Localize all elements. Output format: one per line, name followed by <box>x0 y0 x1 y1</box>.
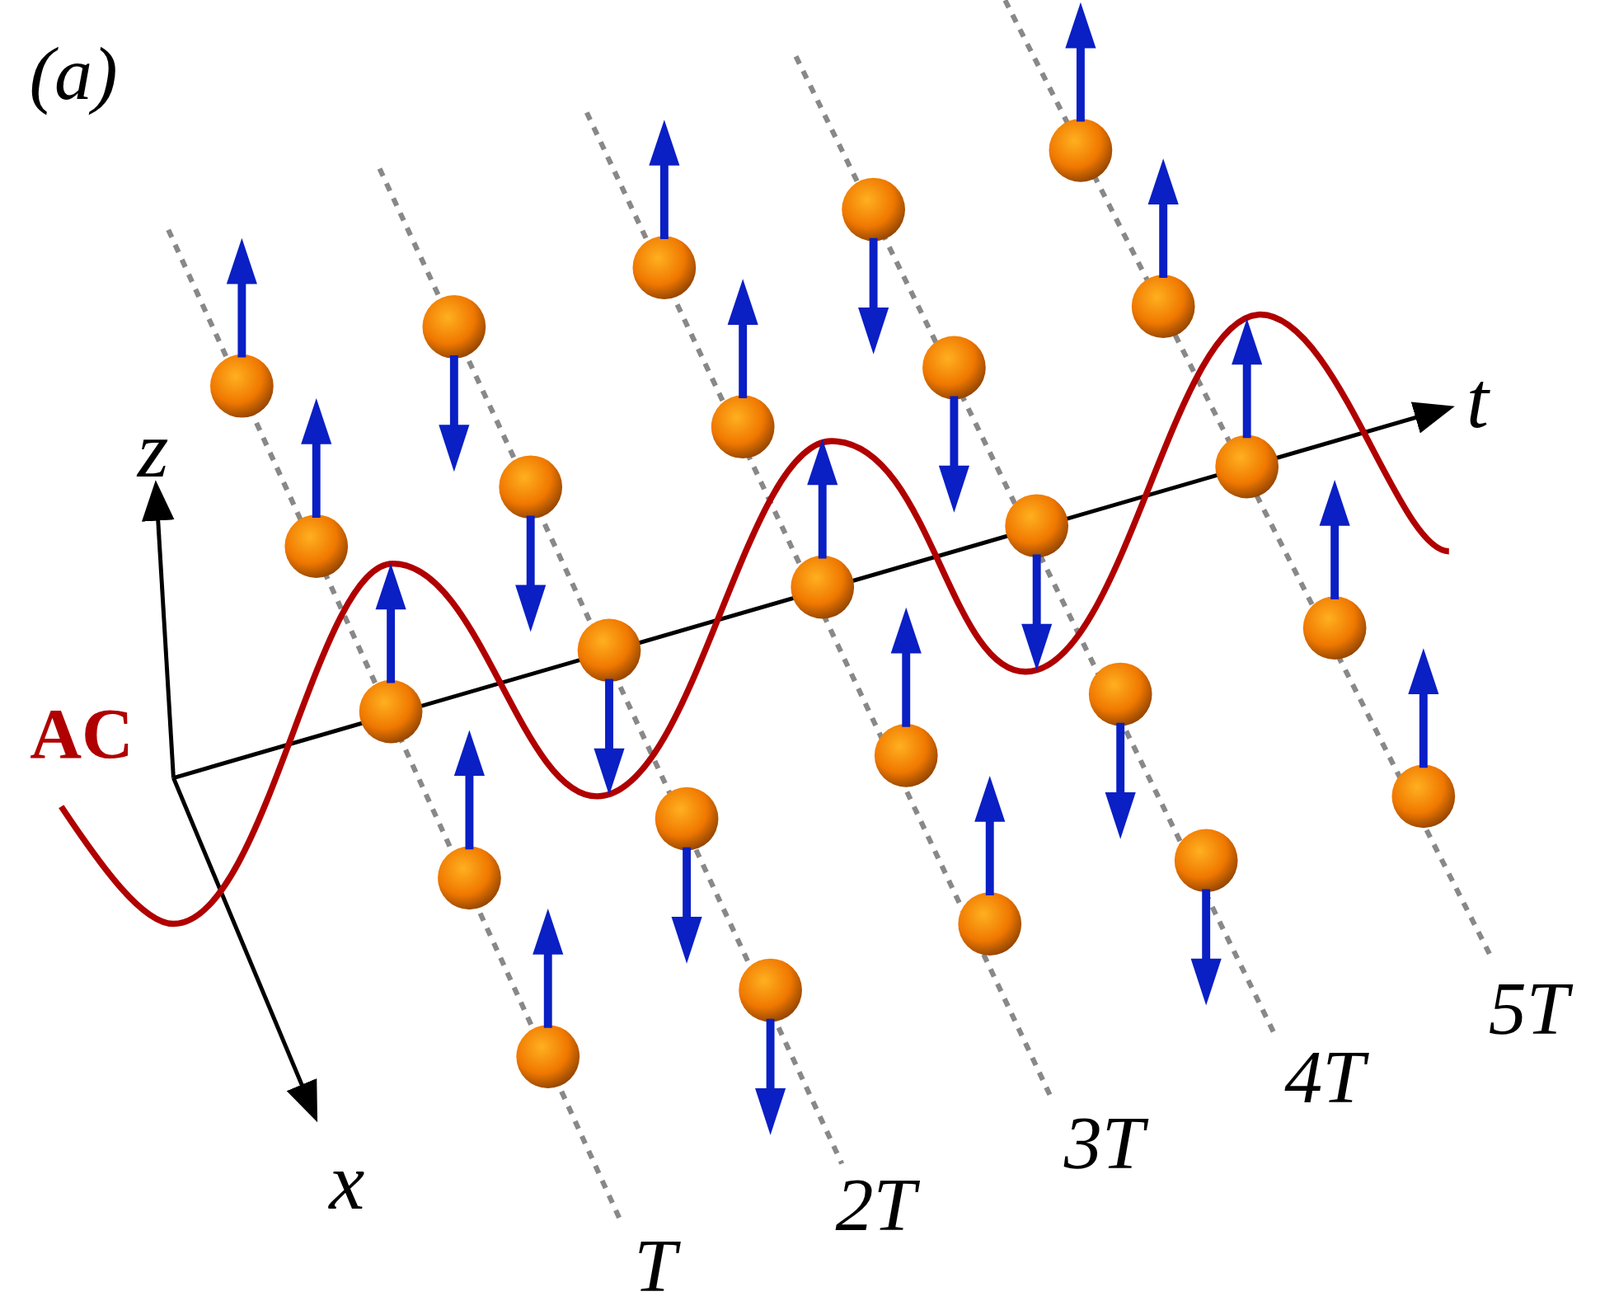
ac-drive-wave <box>60 314 1450 925</box>
drive-label: AC <box>29 696 134 769</box>
axis-label: t <box>1466 360 1489 441</box>
axes <box>155 408 1447 1115</box>
panel-label: (a) <box>28 35 118 112</box>
period-label: 3T <box>1064 1104 1145 1181</box>
period-lines <box>168 0 1490 1225</box>
spins <box>210 2 1455 1136</box>
axis-label: x <box>328 1141 365 1222</box>
period-label: 4T <box>1284 1038 1365 1115</box>
axis-label: z <box>137 408 169 489</box>
period-label: 5T <box>1488 970 1569 1047</box>
period-label: T <box>633 1227 676 1304</box>
period-label: 2T <box>835 1166 916 1243</box>
